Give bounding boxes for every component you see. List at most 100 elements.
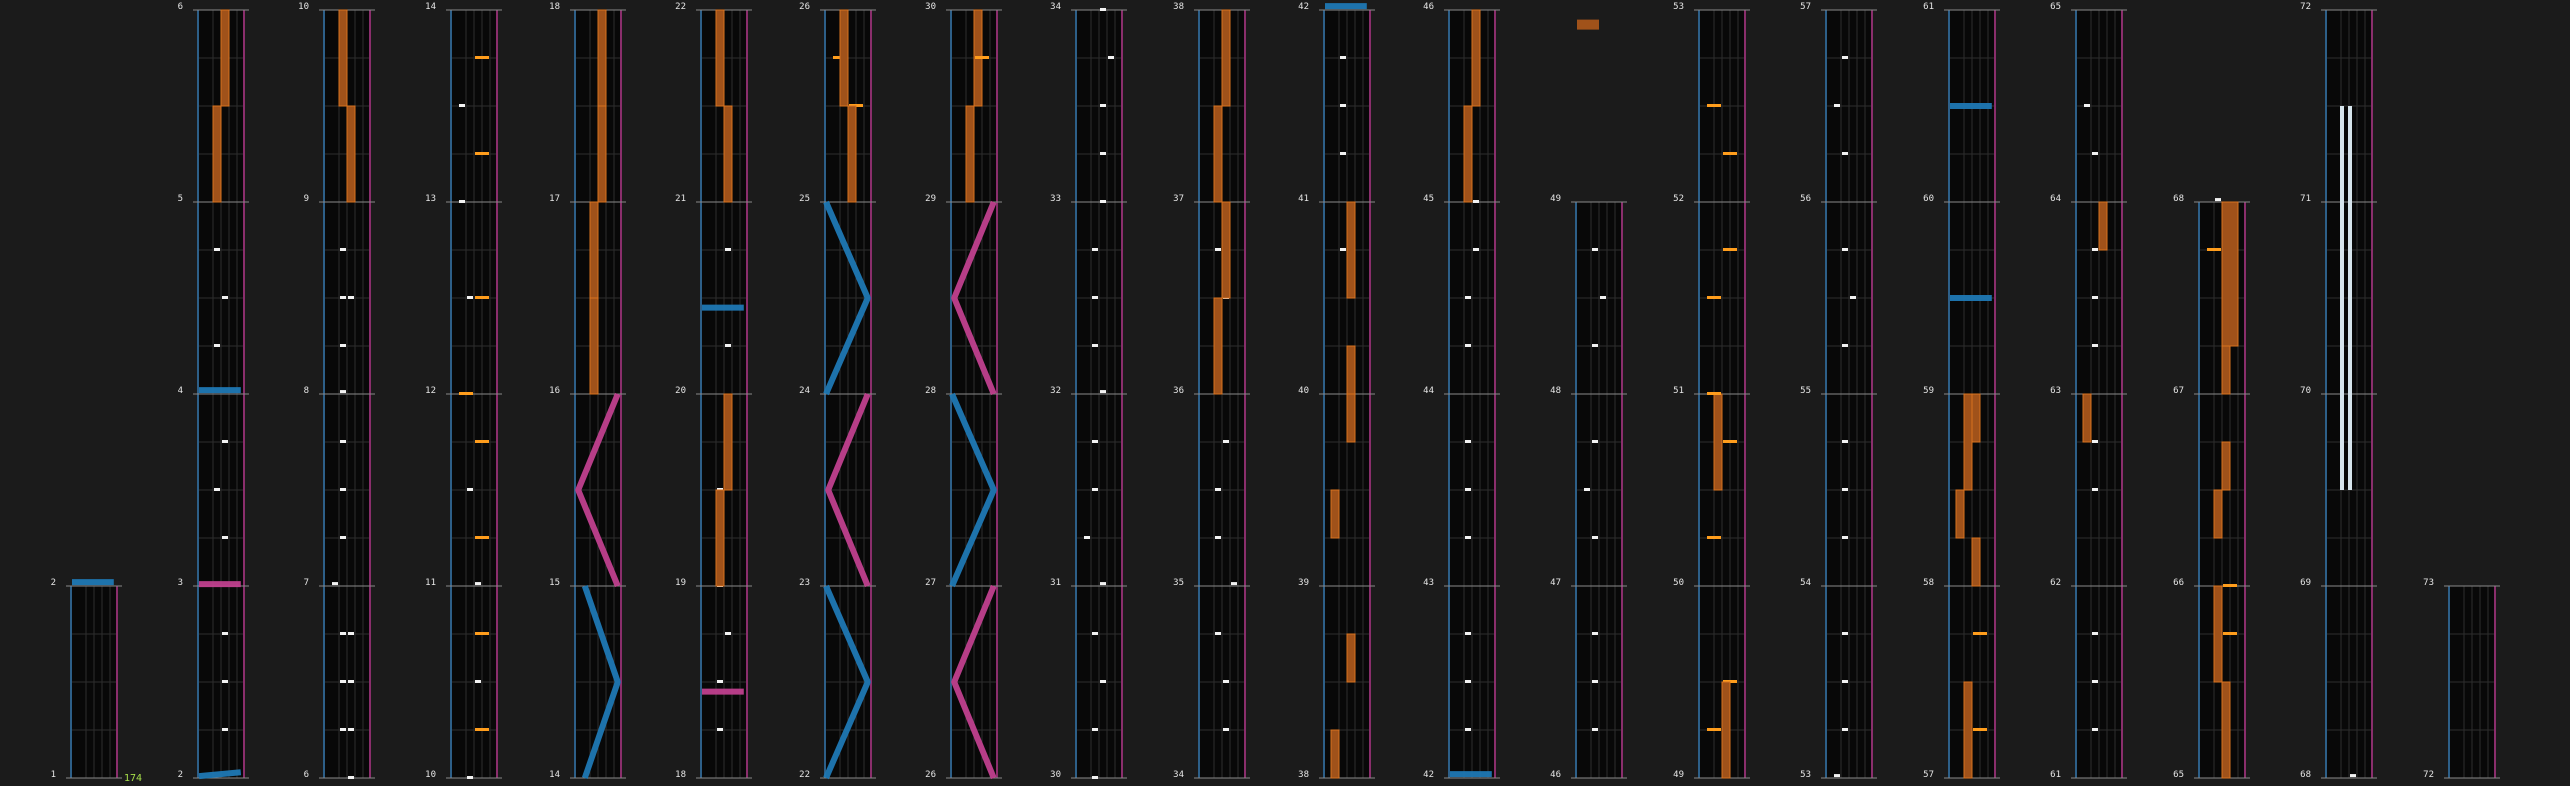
fx-chip-note xyxy=(475,56,489,59)
tap-note xyxy=(1600,296,1606,299)
measure-number: 45 xyxy=(1423,194,1434,204)
tap-note xyxy=(348,296,354,299)
tap-note xyxy=(340,390,346,394)
fx-chip-note xyxy=(1723,440,1737,443)
laser-segment xyxy=(951,200,997,396)
tap-note xyxy=(467,296,473,299)
measure-number: 9 xyxy=(304,194,309,204)
laser-segment xyxy=(823,584,871,780)
measure-number: 10 xyxy=(425,770,436,780)
measure-number: 18 xyxy=(675,770,686,780)
laser-segment xyxy=(581,585,621,779)
measure-number: 57 xyxy=(1923,770,1934,780)
measure-number: 18 xyxy=(549,2,560,12)
tap-note xyxy=(1092,344,1098,347)
tap-note xyxy=(340,248,346,251)
tap-note xyxy=(1592,440,1598,443)
measure-number: 34 xyxy=(1050,2,1061,12)
laser-segment xyxy=(575,392,621,588)
tap-note xyxy=(1850,296,1856,299)
measure-number: 61 xyxy=(1923,2,1934,12)
measure-number: 22 xyxy=(799,770,810,780)
hold-note xyxy=(2213,585,2223,683)
hold-note xyxy=(212,105,222,203)
tap-note xyxy=(459,104,465,107)
tap-note xyxy=(2092,248,2098,251)
measure-number: 29 xyxy=(925,194,936,204)
measure-number: 28 xyxy=(925,386,936,396)
tap-note xyxy=(1092,440,1098,443)
tap-note xyxy=(1842,440,1848,443)
tap-note xyxy=(1223,440,1229,443)
tap-note xyxy=(1100,152,1106,155)
tap-note xyxy=(1473,248,1479,251)
hold-note xyxy=(1971,537,1981,587)
measure-number: 30 xyxy=(925,2,936,12)
hold-note xyxy=(2221,681,2231,779)
hold-note xyxy=(1213,105,1223,203)
fx-chip-note xyxy=(475,536,489,539)
measure-number: 34 xyxy=(1173,770,1184,780)
fx-chip-note xyxy=(2207,248,2221,251)
measure-number: 64 xyxy=(2050,194,2061,204)
measure-number: 73 xyxy=(2423,578,2434,588)
tap-note xyxy=(1465,488,1471,491)
fx-chip-note xyxy=(459,392,473,395)
tap-note xyxy=(1834,774,1840,778)
measure-number: 48 xyxy=(1550,386,1561,396)
tap-note xyxy=(1340,248,1346,251)
laser-segment xyxy=(949,392,997,588)
tap-note xyxy=(1215,632,1221,635)
measure-number: 49 xyxy=(1673,770,1684,780)
fx-chip-note xyxy=(1707,536,1721,539)
laser-segment xyxy=(825,392,871,588)
hold-note xyxy=(597,105,607,203)
hold-note xyxy=(589,297,599,395)
tap-note xyxy=(1215,248,1221,251)
tap-note xyxy=(1842,152,1848,155)
hold-note xyxy=(1471,9,1481,107)
tap-note xyxy=(1584,488,1590,491)
tap-note xyxy=(1592,728,1598,731)
fx-chip-note xyxy=(1973,632,1987,635)
hold-note xyxy=(1330,729,1340,779)
measure-number: 37 xyxy=(1173,194,1184,204)
measure-number: 14 xyxy=(425,2,436,12)
tap-note xyxy=(2350,774,2356,778)
tap-note xyxy=(1465,632,1471,635)
notes xyxy=(72,3,2356,780)
measure-number: 46 xyxy=(1550,770,1561,780)
fx-chip-note xyxy=(975,56,989,59)
measure-number: 63 xyxy=(2050,386,2061,396)
tap-note xyxy=(1215,488,1221,491)
measure-number: 20 xyxy=(675,386,686,396)
measure-number: 25 xyxy=(799,194,810,204)
measure-number: 57 xyxy=(1800,2,1811,12)
measure-number: 58 xyxy=(1923,578,1934,588)
tap-note xyxy=(1092,296,1098,299)
measure-number: 71 xyxy=(2300,194,2311,204)
tap-note xyxy=(459,200,465,203)
tap-note xyxy=(717,728,723,731)
measure-number: 8 xyxy=(304,386,309,396)
tap-note xyxy=(1223,680,1229,683)
tap-note xyxy=(348,728,354,731)
measure-number: 38 xyxy=(1173,2,1184,12)
measure-number: 42 xyxy=(1423,770,1434,780)
measure-number: 69 xyxy=(2300,578,2311,588)
tap-note xyxy=(1592,680,1598,683)
tap-note xyxy=(1092,488,1098,491)
tap-note xyxy=(1215,536,1221,539)
tap-note xyxy=(1084,536,1090,539)
tap-note xyxy=(725,344,731,347)
laser-segment xyxy=(198,769,242,780)
tap-note xyxy=(214,488,220,491)
tap-note xyxy=(214,344,220,347)
fx-chip-note xyxy=(1723,152,1737,155)
tap-note xyxy=(1092,776,1098,779)
tap-note xyxy=(340,536,346,539)
fx-hold xyxy=(2340,106,2344,490)
tap-note xyxy=(1465,728,1471,731)
fx-chip-note xyxy=(475,728,489,731)
tap-note xyxy=(222,536,228,539)
